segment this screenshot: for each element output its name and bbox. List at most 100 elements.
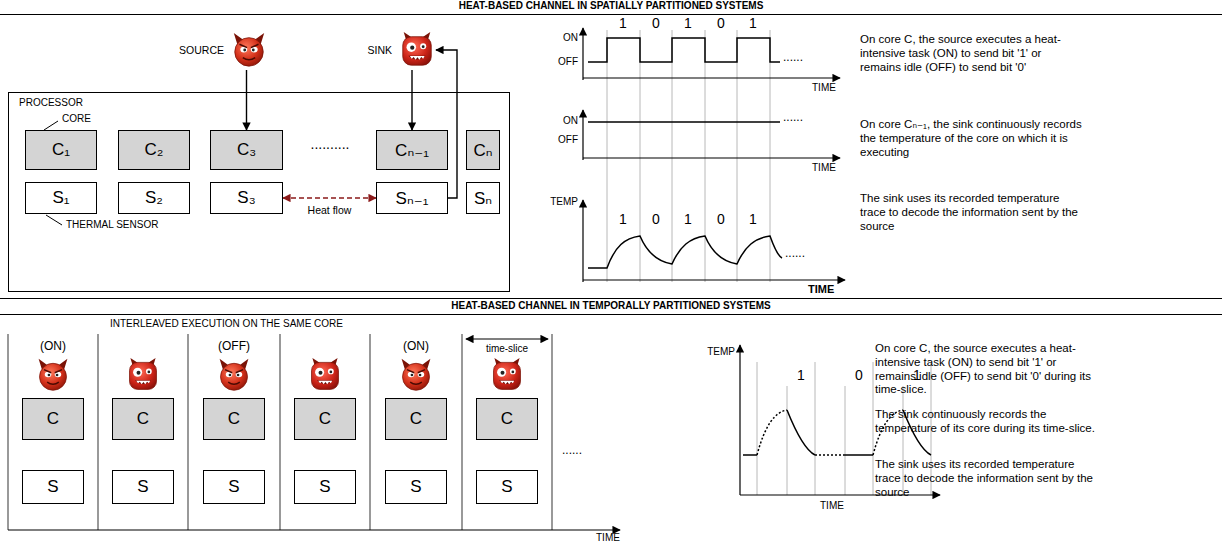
ellipsis: .......... xyxy=(311,136,350,153)
box-label: C xyxy=(228,409,240,429)
axis-level: OFF xyxy=(558,134,578,146)
axis-label: TIME xyxy=(812,82,836,94)
state-label: (ON) xyxy=(40,339,66,353)
bit-label: 0 xyxy=(652,211,660,228)
chart-axis xyxy=(740,494,940,495)
axis-label: TIME xyxy=(808,283,834,296)
box-label: S xyxy=(228,477,239,497)
chart-axis xyxy=(739,345,740,495)
section-heading: HEAT-BASED CHANNEL IN SPATIALLY PARTITIO… xyxy=(459,0,764,12)
thermal-sensor-box: Sₙ₋₁ xyxy=(376,182,448,214)
ellipsis: ...... xyxy=(562,443,582,457)
chart-axis xyxy=(583,157,840,158)
box-label: C₂ xyxy=(145,140,164,160)
note-text: On core Cₙ₋₁, the sink continuously reco… xyxy=(860,118,1082,159)
ellipsis: ...... xyxy=(783,110,803,124)
core-box: C₁ xyxy=(25,130,97,170)
dimension-label: time-slice xyxy=(486,343,528,355)
slice-gridline xyxy=(845,386,846,495)
thermal-sensor-box: S₁ xyxy=(25,182,97,214)
axis-level: OFF xyxy=(558,56,578,68)
agent-label: SINK xyxy=(367,44,392,56)
axis-level: ON xyxy=(563,32,578,44)
signal-arrow xyxy=(411,70,412,130)
ellipsis: ...... xyxy=(783,50,803,64)
box-label: C₃ xyxy=(237,140,256,160)
slice-gridline xyxy=(757,362,758,495)
box-label: Sₙ₋₁ xyxy=(396,188,429,209)
task-icon xyxy=(402,359,431,391)
box-label: Sₙ xyxy=(474,188,492,209)
time-axis xyxy=(466,338,548,339)
processor-label: PROCESSOR xyxy=(19,97,83,108)
axis-level: ON xyxy=(563,115,578,127)
note-text: The sink uses its recorded temperature t… xyxy=(875,458,1097,499)
section-rule xyxy=(0,14,1222,15)
bit-label: 1 xyxy=(749,15,757,32)
bit-label: 0 xyxy=(717,15,725,32)
time-slice-column xyxy=(97,334,98,530)
bit-label: 1 xyxy=(684,15,692,32)
edge-label: Heat flow xyxy=(308,204,352,217)
core-box: C₃ xyxy=(210,130,283,170)
core-box: C xyxy=(294,398,356,440)
core-box: C xyxy=(22,398,84,440)
bit-label: 0 xyxy=(717,211,725,228)
thermal-sensor-box: S₂ xyxy=(118,182,190,214)
thermal-sensor-box: S xyxy=(112,470,174,504)
bit-gridline xyxy=(607,30,608,282)
box-label: Cₙ xyxy=(473,140,492,161)
signal-trace xyxy=(588,38,782,268)
chart-axis xyxy=(583,28,845,282)
time-slice-column xyxy=(8,334,552,530)
axis-label: TIME xyxy=(812,162,836,174)
bit-label: 1 xyxy=(684,211,692,228)
ellipsis: ...... xyxy=(785,246,805,260)
state-label: (OFF) xyxy=(218,339,250,353)
axis-label: TIME xyxy=(820,500,844,512)
part-label: THERMAL SENSOR xyxy=(66,219,158,231)
bit-label: 0 xyxy=(652,15,660,32)
note-text: The sink continuously records the temper… xyxy=(875,408,1097,436)
source-agent: SOURCE xyxy=(168,30,268,70)
core-box: C xyxy=(385,398,447,440)
task-icon xyxy=(494,358,521,390)
box-label: S₂ xyxy=(145,188,163,208)
bit-label: 1 xyxy=(749,211,757,228)
note-text: The sink uses its recorded temperature t… xyxy=(860,192,1082,233)
box-label: S₃ xyxy=(237,188,255,208)
agent-icon xyxy=(403,32,432,65)
bit-label: 1 xyxy=(797,367,805,384)
heat-flow-arrow xyxy=(283,197,376,198)
agent-label: SOURCE xyxy=(179,44,224,56)
core-box: C xyxy=(112,398,174,440)
agent-icon xyxy=(234,33,264,66)
readout-arrow xyxy=(436,50,457,198)
time-slice-column xyxy=(551,334,552,530)
temperature-trace xyxy=(845,454,873,456)
bit-label: 1 xyxy=(619,15,627,32)
core-box: Cₙ xyxy=(466,130,500,170)
box-label: S₁ xyxy=(52,188,69,208)
box-label: S xyxy=(319,477,330,497)
part-label: CORE xyxy=(62,113,91,125)
bit-gridline xyxy=(705,30,706,282)
task-icon xyxy=(39,358,521,390)
leader-line xyxy=(46,215,62,225)
section-heading: HEAT-BASED CHANNEL IN TEMPORALLY PARTITI… xyxy=(451,300,770,312)
box-label: C xyxy=(410,409,422,429)
thermal-sensor-box: S xyxy=(294,470,356,504)
thermal-sensor-box: S xyxy=(203,470,265,504)
time-slice-column xyxy=(187,334,188,530)
core-box: C₂ xyxy=(118,130,190,170)
signal-trace xyxy=(588,38,780,62)
signal-trace xyxy=(588,236,782,268)
task-icon xyxy=(39,359,68,391)
chart-axis xyxy=(583,77,840,78)
box-label: S xyxy=(501,477,512,497)
signal-trace xyxy=(588,121,780,123)
time-axis xyxy=(8,339,620,530)
core-box: Cₙ₋₁ xyxy=(376,130,448,170)
axis-label: TIME xyxy=(596,532,620,544)
